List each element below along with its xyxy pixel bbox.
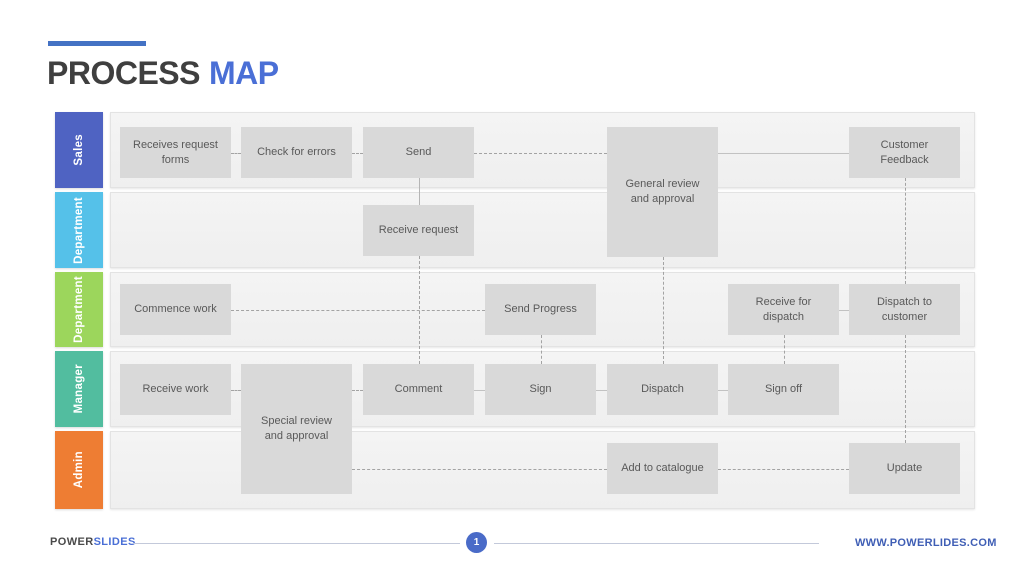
node-commence-work: Commence work bbox=[120, 284, 231, 335]
lane-label-department-2: Department bbox=[55, 272, 103, 347]
node-receive-request: Receive request bbox=[363, 205, 474, 256]
connector-send-to-general-review-and-approval bbox=[474, 152, 607, 154]
connector-comment-to-sign bbox=[474, 389, 485, 391]
node-receive-for-dispatch: Receive for dispatch bbox=[728, 284, 839, 335]
node-sign: Sign bbox=[485, 364, 596, 415]
brand-logo: POWERSLIDES bbox=[50, 536, 136, 548]
node-update: Update bbox=[849, 443, 960, 494]
node-special-review-and-approval: Special review and approval bbox=[241, 364, 352, 494]
footer-divider-right bbox=[494, 543, 819, 544]
lane-label-text: Department bbox=[73, 196, 85, 264]
lane-row-department-1 bbox=[110, 192, 975, 268]
lane-label-text: Admin bbox=[73, 451, 85, 489]
node-send: Send bbox=[363, 127, 474, 178]
node-dispatch-to-customer: Dispatch to customer bbox=[849, 284, 960, 335]
page-number-badge: 1 bbox=[466, 532, 487, 553]
connector-send-to-receive-request bbox=[418, 178, 420, 205]
node-sign-off: Sign off bbox=[728, 364, 839, 415]
connector-dispatch-to-sign-off bbox=[718, 389, 728, 391]
node-comment: Comment bbox=[363, 364, 474, 415]
node-general-review-and-approval: General review and approval bbox=[607, 127, 718, 257]
connector-general-review-and-approval-to-customer-feedback bbox=[718, 152, 849, 154]
lane-label-department-1: Department bbox=[55, 192, 103, 268]
connector-receive-for-dispatch-to-dispatch-to-customer bbox=[839, 309, 849, 311]
connector-sign-to-dispatch bbox=[596, 389, 607, 391]
connector-receives-request-forms-to-check-for-errors bbox=[231, 152, 241, 154]
node-send-progress: Send Progress bbox=[485, 284, 596, 335]
lane-row-sales-0 bbox=[110, 112, 975, 188]
connector-receive-work-to-special-review-and-approval bbox=[231, 389, 241, 391]
connector-dispatch-to-customer-to-update bbox=[904, 335, 906, 443]
node-dispatch: Dispatch bbox=[607, 364, 718, 415]
lane-label-admin-4: Admin bbox=[55, 431, 103, 509]
connector-receive-for-dispatch-to-sign-off bbox=[783, 335, 785, 364]
brand-part1: POWER bbox=[50, 536, 94, 548]
connector-special-review-and-approval-to-add-to-catalogue bbox=[352, 468, 607, 470]
node-receive-work: Receive work bbox=[120, 364, 231, 415]
connector-commence-work-to-send-progress bbox=[231, 309, 485, 311]
page-title-part1: PROCESS bbox=[47, 55, 200, 91]
website-link[interactable]: WWW.POWERLIDES.COM bbox=[855, 537, 997, 549]
node-customer-feedback: Customer Feedback bbox=[849, 127, 960, 178]
connector-customer-feedback-to-dispatch-to-customer bbox=[904, 178, 906, 284]
node-add-to-catalogue: Add to catalogue bbox=[607, 443, 718, 494]
connector-general-review-and-approval-to-dispatch bbox=[662, 257, 664, 364]
lane-label-text: Department bbox=[73, 276, 85, 343]
brand-part2: SLIDES bbox=[93, 536, 136, 548]
lane-label-sales-0: Sales bbox=[55, 112, 103, 188]
lane-label-text: Sales bbox=[73, 134, 85, 166]
connector-add-to-catalogue-to-update bbox=[718, 468, 849, 470]
node-receives-request-forms: Receives request forms bbox=[120, 127, 231, 178]
lane-label-manager-3: Manager bbox=[55, 351, 103, 427]
lane-label-text: Manager bbox=[73, 364, 85, 414]
connector-special-review-and-approval-to-comment bbox=[352, 389, 363, 391]
node-check-for-errors: Check for errors bbox=[241, 127, 352, 178]
connector-check-for-errors-to-send bbox=[352, 152, 363, 154]
title-accent-bar bbox=[48, 41, 146, 46]
page-number: 1 bbox=[473, 537, 480, 548]
footer-divider-left bbox=[133, 543, 460, 544]
page-title-part2: MAP bbox=[208, 55, 279, 91]
connector-send-progress-to-sign bbox=[540, 335, 542, 364]
lane-row-admin-4 bbox=[110, 431, 975, 509]
